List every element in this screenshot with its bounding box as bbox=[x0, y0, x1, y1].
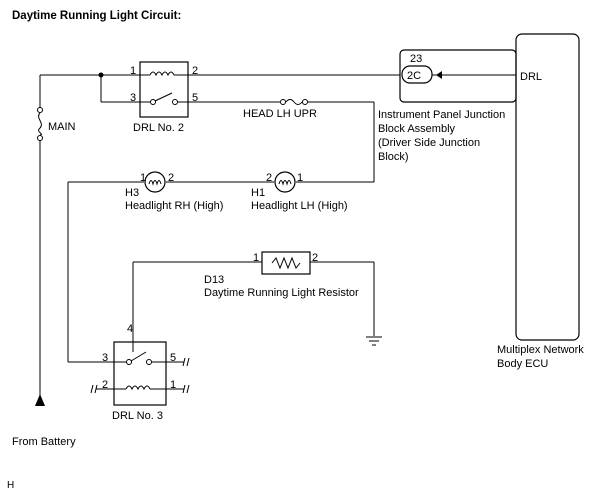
ecu-terminal-drl: DRL bbox=[520, 71, 542, 83]
headlight-rh-label: Headlight RH (High) bbox=[125, 200, 223, 212]
drl3-pin-1: 1 bbox=[170, 379, 176, 391]
jb-label-line-2: Block Assembly bbox=[378, 123, 456, 135]
ecu-label-line-2: Body ECU bbox=[497, 358, 548, 370]
relay-drl-no3 bbox=[90, 341, 190, 406]
jb-connector-number: 23 bbox=[410, 53, 422, 65]
resistor-wire bbox=[132, 261, 375, 345]
jb-label-line-4: Block) bbox=[378, 151, 409, 163]
relay-drl-no2 bbox=[139, 61, 189, 118]
jb-label-line-1: Instrument Panel Junction bbox=[378, 109, 505, 121]
relay-coil-icon bbox=[149, 71, 175, 77]
body-ecu-box bbox=[515, 33, 580, 341]
headlight-wire bbox=[67, 181, 374, 363]
drl3-pin-2: 2 bbox=[102, 379, 108, 391]
ecu-label-line-1: Multiplex Network bbox=[497, 344, 584, 356]
drl2-pin3-wire bbox=[100, 75, 140, 103]
relay3-coil-icon bbox=[125, 385, 151, 391]
resistor-pin-1: 1 bbox=[253, 252, 259, 264]
drl3-pin-5: 5 bbox=[170, 352, 176, 364]
headlight-rh-code: H3 bbox=[125, 187, 139, 199]
resistor-code: D13 bbox=[204, 274, 224, 286]
relay-switch-icon bbox=[154, 92, 173, 102]
battery-feed-wire bbox=[39, 74, 140, 405]
headlight-rh-icon bbox=[144, 171, 166, 193]
drl3-pin-4: 4 bbox=[127, 323, 133, 335]
headlight-lh-label: Headlight LH (High) bbox=[251, 200, 348, 212]
ground-icon bbox=[366, 336, 382, 346]
headlight-lh-pin-2: 2 bbox=[266, 172, 272, 184]
drl3-pin-3: 3 bbox=[102, 352, 108, 364]
relay3-switch-icon bbox=[130, 351, 147, 362]
headlight-lh-pin-1: 1 bbox=[297, 172, 303, 184]
resistor-label: Daytime Running Light Resistor bbox=[204, 287, 359, 299]
footer-code: H bbox=[7, 480, 14, 491]
battery-arrow-icon bbox=[35, 394, 45, 406]
drl2-label: DRL No. 2 bbox=[133, 122, 184, 134]
main-fuse-label: MAIN bbox=[48, 121, 76, 133]
connector-arrow-icon bbox=[436, 71, 442, 79]
resistor-pin-2: 2 bbox=[312, 252, 318, 264]
jb-label-line-3: (Driver Side Junction bbox=[378, 137, 480, 149]
drl2-pin-2: 2 bbox=[192, 65, 198, 77]
headlight-rh-pin-2: 2 bbox=[168, 172, 174, 184]
wire-break-icon bbox=[182, 357, 190, 367]
battery-label: From Battery bbox=[12, 436, 76, 448]
jb-connector-id: 2C bbox=[407, 70, 421, 82]
drl2-pin-3: 3 bbox=[130, 92, 136, 104]
head-lh-upr-label: HEAD LH UPR bbox=[243, 108, 317, 120]
drl3-label: DRL No. 3 bbox=[112, 410, 163, 422]
headlight-rh-pin-1: 1 bbox=[140, 172, 146, 184]
head-lh-upr-wire bbox=[188, 99, 375, 182]
main-fuse bbox=[37, 107, 43, 141]
resistor-icon bbox=[261, 251, 311, 275]
headlight-lh-icon bbox=[274, 171, 296, 193]
drl2-pin-1: 1 bbox=[130, 65, 136, 77]
diagram-title: Daytime Running Light Circuit: bbox=[12, 10, 181, 22]
drl2-pin-5: 5 bbox=[192, 92, 198, 104]
headlight-lh-code: H1 bbox=[251, 187, 265, 199]
